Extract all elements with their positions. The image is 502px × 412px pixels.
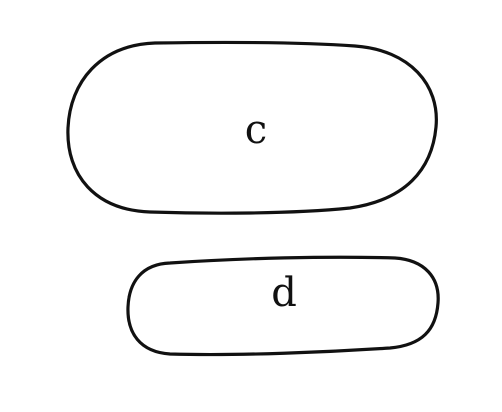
shape-d-outline xyxy=(126,255,440,357)
shape-d: d xyxy=(126,255,440,357)
shape-c-outline xyxy=(66,40,438,215)
shape-d-label: d xyxy=(271,270,297,316)
shape-c-label: c xyxy=(245,107,267,153)
shape-c: c xyxy=(66,40,438,215)
